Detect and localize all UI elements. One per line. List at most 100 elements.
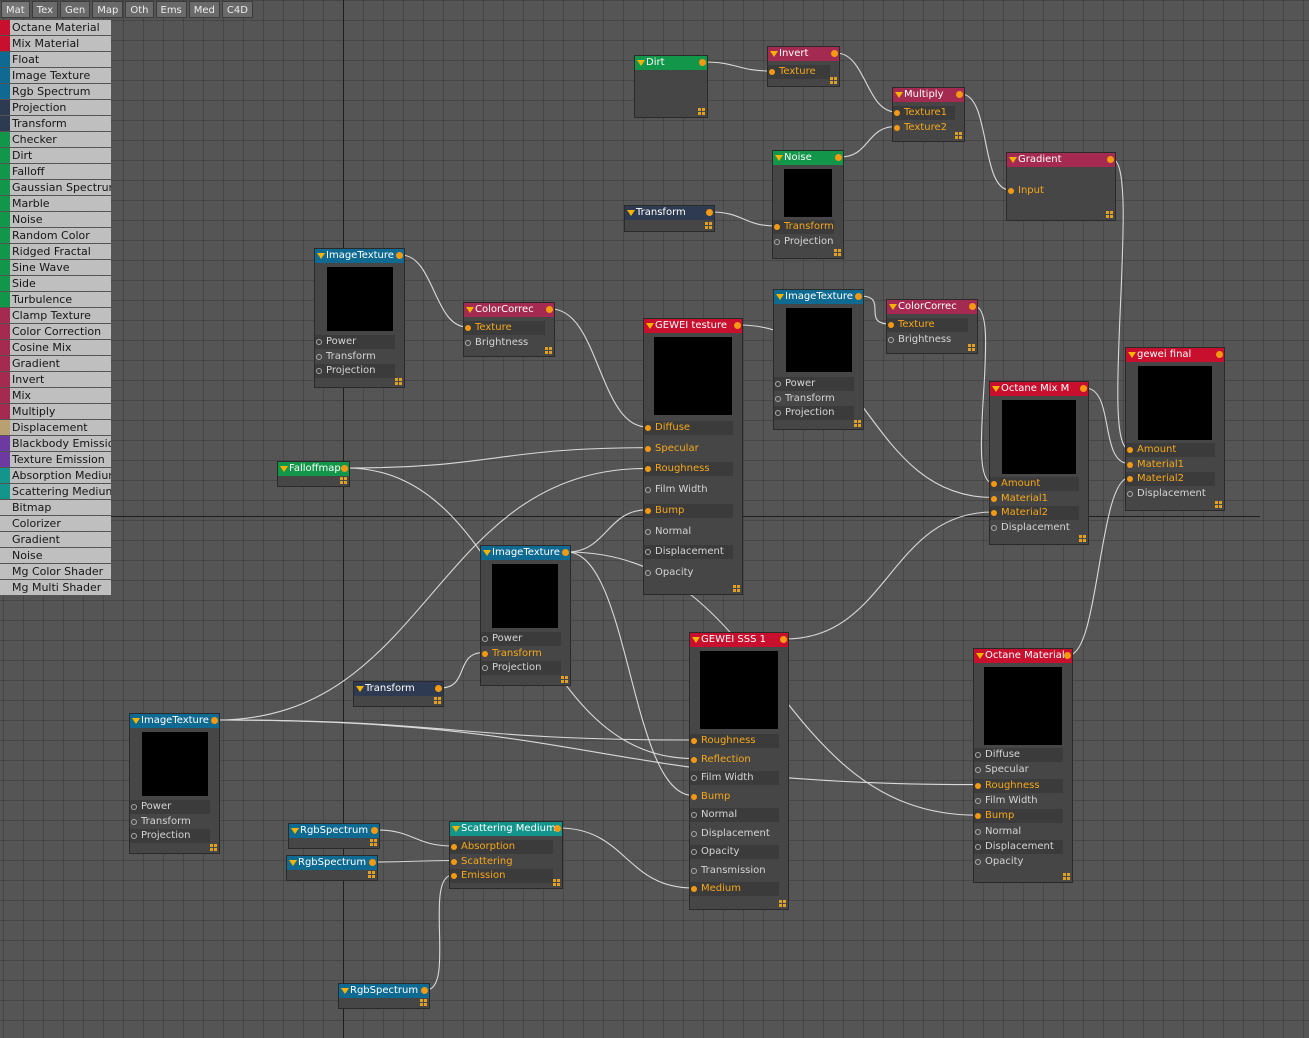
input-pin-power[interactable]: Power — [130, 800, 210, 814]
input-pin-material2[interactable]: Material2 — [1126, 472, 1215, 486]
input-port[interactable] — [774, 224, 780, 230]
connection-wire[interactable] — [558, 827, 694, 889]
collapse-triangle-icon[interactable] — [289, 860, 297, 866]
collapse-triangle-icon[interactable] — [356, 686, 364, 692]
input-port[interactable] — [775, 395, 781, 402]
palette-item[interactable]: Mg Color Shader — [0, 564, 111, 579]
palette-item[interactable]: Mix — [0, 388, 111, 403]
input-pin-opacity[interactable]: Opacity — [974, 855, 1063, 869]
input-port[interactable] — [691, 886, 697, 892]
resize-handle-icon[interactable] — [368, 871, 375, 878]
input-port[interactable] — [894, 124, 900, 131]
input-pin-emission[interactable]: Emission — [450, 869, 553, 883]
input-port[interactable] — [975, 797, 981, 804]
input-pin-amount[interactable]: Amount — [1126, 443, 1215, 457]
connection-wire[interactable] — [710, 211, 777, 227]
input-pin-scattering[interactable]: Scattering — [450, 855, 553, 869]
input-port[interactable] — [131, 818, 137, 825]
input-port[interactable] — [645, 466, 651, 473]
connection-wire[interactable] — [345, 447, 648, 469]
palette-item[interactable]: Transform — [0, 116, 111, 131]
connection-wire[interactable] — [375, 829, 454, 847]
input-port[interactable] — [1127, 476, 1133, 482]
input-port[interactable] — [316, 368, 322, 374]
node-header[interactable]: GEWEI SSS 1 — [690, 633, 788, 647]
input-pin-material1[interactable]: Material1 — [990, 492, 1079, 506]
palette-item[interactable]: Float — [0, 52, 111, 67]
resize-handle-icon[interactable] — [1215, 501, 1222, 508]
resize-handle-icon[interactable] — [955, 132, 962, 139]
output-port[interactable] — [396, 252, 403, 259]
input-pin-amount[interactable]: Amount — [990, 477, 1079, 491]
connection-wire[interactable] — [835, 52, 897, 113]
palette-item[interactable]: Rgb Spectrum — [0, 84, 111, 99]
palette-item[interactable]: Gradient — [0, 532, 111, 547]
input-port[interactable] — [991, 495, 997, 502]
input-pin-reflection[interactable]: Reflection — [690, 753, 779, 767]
resize-handle-icon[interactable] — [395, 378, 402, 385]
input-pin-texture[interactable]: Texture — [464, 321, 545, 335]
palette-item[interactable]: Ridged Fractal — [0, 244, 111, 259]
palette-item[interactable]: Absorption Medium — [0, 468, 111, 483]
node-rgb1[interactable]: RgbSpectrum — [288, 823, 380, 849]
node-header[interactable]: Invert — [768, 47, 839, 61]
input-port[interactable] — [482, 665, 488, 671]
tab-map[interactable]: Map — [92, 1, 124, 18]
collapse-triangle-icon[interactable] — [895, 92, 903, 98]
input-pin-transmission[interactable]: Transmission — [690, 864, 779, 878]
input-port[interactable] — [645, 569, 651, 576]
output-port[interactable] — [211, 717, 218, 724]
resize-handle-icon[interactable] — [779, 900, 786, 907]
palette-item[interactable]: Falloff — [0, 164, 111, 179]
input-pin-material2[interactable]: Material2 — [990, 506, 1079, 520]
palette-item[interactable]: Marble — [0, 196, 111, 211]
palette-item[interactable]: Noise — [0, 212, 111, 227]
input-pin-opacity[interactable]: Opacity — [644, 566, 733, 580]
output-port[interactable] — [435, 685, 442, 692]
connection-wire[interactable] — [960, 93, 1011, 191]
collapse-triangle-icon[interactable] — [992, 386, 1000, 392]
resize-handle-icon[interactable] — [340, 477, 347, 484]
input-pin-input[interactable]: Input — [1007, 184, 1106, 198]
palette-item[interactable]: Invert — [0, 372, 111, 387]
resize-handle-icon[interactable] — [968, 344, 975, 351]
node-header[interactable]: Dirt — [635, 56, 707, 70]
tab-mat[interactable]: Mat — [1, 1, 30, 18]
input-port[interactable] — [316, 339, 322, 345]
connection-wire[interactable] — [703, 61, 772, 72]
input-pin-diffuse[interactable]: Diffuse — [974, 748, 1063, 762]
connection-wire[interactable] — [1084, 387, 1130, 465]
output-port[interactable] — [1080, 385, 1087, 392]
output-port[interactable] — [706, 209, 713, 216]
resize-handle-icon[interactable] — [370, 839, 377, 846]
input-pin-film-width[interactable]: Film Width — [690, 771, 779, 785]
input-pin-displacement[interactable]: Displacement — [690, 827, 779, 841]
input-port[interactable] — [991, 524, 997, 531]
node-header[interactable]: GEWEI testure — [644, 319, 742, 333]
input-port[interactable] — [975, 782, 981, 789]
tab-gen[interactable]: Gen — [60, 1, 91, 18]
input-pin-transform[interactable]: Transform — [774, 392, 854, 406]
input-port[interactable] — [131, 804, 137, 810]
palette-item[interactable]: Texture Emission — [0, 452, 111, 467]
resize-handle-icon[interactable] — [561, 676, 568, 683]
palette-item[interactable]: Image Texture — [0, 68, 111, 83]
input-port[interactable] — [645, 425, 651, 431]
input-port[interactable] — [975, 752, 981, 758]
node-header[interactable]: gewei final — [1126, 348, 1224, 362]
input-pin-transform[interactable]: Transform — [315, 350, 395, 364]
input-port[interactable] — [691, 849, 697, 855]
output-port[interactable] — [1107, 156, 1114, 163]
input-pin-power[interactable]: Power — [481, 632, 561, 646]
resize-handle-icon[interactable] — [420, 999, 427, 1006]
collapse-triangle-icon[interactable] — [775, 155, 783, 161]
connection-wire[interactable] — [784, 511, 994, 640]
input-pin-projection[interactable]: Projection — [774, 406, 854, 420]
output-port[interactable] — [546, 306, 553, 313]
input-pin-displacement[interactable]: Displacement — [974, 839, 1063, 854]
connection-wire[interactable] — [425, 874, 454, 991]
